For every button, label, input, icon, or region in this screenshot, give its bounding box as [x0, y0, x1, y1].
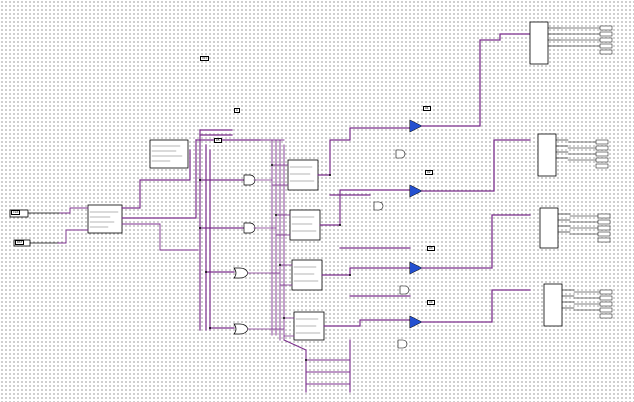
tag-top[interactable]: A — [234, 108, 240, 113]
gate-and-1[interactable] — [243, 174, 256, 186]
label-pin-rst: RST — [15, 240, 25, 245]
tag-selector-3[interactable]: U3 — [427, 246, 435, 251]
pin-text: CLK — [13, 210, 19, 214]
tag-selector-1[interactable]: U1 — [423, 106, 431, 111]
block-out1[interactable] — [529, 21, 561, 65]
block-mux2[interactable] — [289, 209, 321, 241]
selector-1[interactable] — [409, 119, 423, 133]
tag-text: U2 — [427, 170, 431, 174]
gate-small-4[interactable] — [397, 339, 408, 349]
block-mux3[interactable] — [291, 259, 323, 291]
pin-text: RST — [17, 240, 23, 244]
wire-out-pins — [559, 27, 601, 311]
gate-small-2[interactable] — [373, 201, 384, 211]
block-out3[interactable] — [539, 207, 571, 249]
bus-bottom — [283, 339, 351, 393]
selector-3[interactable] — [409, 261, 423, 275]
block-decoder[interactable] — [149, 139, 189, 169]
label-vcc: VCC — [200, 56, 210, 61]
gate-small-3[interactable] — [399, 285, 410, 295]
tag-selector-2[interactable]: U2 — [425, 170, 433, 175]
selector-4[interactable] — [409, 315, 423, 329]
block-mux1[interactable] — [287, 159, 319, 191]
gate-or-2[interactable] — [233, 323, 249, 335]
label-text: VCC — [202, 56, 208, 60]
tag-text: U5 — [216, 138, 220, 142]
bus-mid — [121, 139, 285, 341]
wire-main-in — [57, 207, 89, 244]
wire-mux-inputs — [247, 164, 295, 337]
bus-main — [121, 129, 261, 331]
bus-out — [421, 33, 531, 323]
tag-text: A — [236, 108, 238, 112]
block-mux4[interactable] — [293, 311, 325, 341]
gate-and-2[interactable] — [243, 222, 256, 234]
tag-text: U1 — [425, 106, 429, 110]
bus-mux-out — [317, 127, 411, 327]
gate-or-1[interactable] — [233, 267, 249, 279]
tag-text: U3 — [429, 246, 433, 250]
junction-dots — [199, 164, 351, 361]
block-out2[interactable] — [537, 133, 569, 177]
block-out4[interactable] — [543, 283, 575, 327]
tag-selector-4[interactable]: U4 — [427, 300, 435, 305]
gate-small-1[interactable] — [395, 149, 406, 159]
selector-2[interactable] — [409, 184, 423, 198]
block-main[interactable] — [87, 204, 123, 234]
label-pin-clk: CLK — [11, 210, 21, 215]
output-pins[interactable] — [595, 25, 613, 319]
tag-text: U4 — [429, 300, 433, 304]
tag-decoder[interactable]: U5 — [214, 138, 222, 143]
